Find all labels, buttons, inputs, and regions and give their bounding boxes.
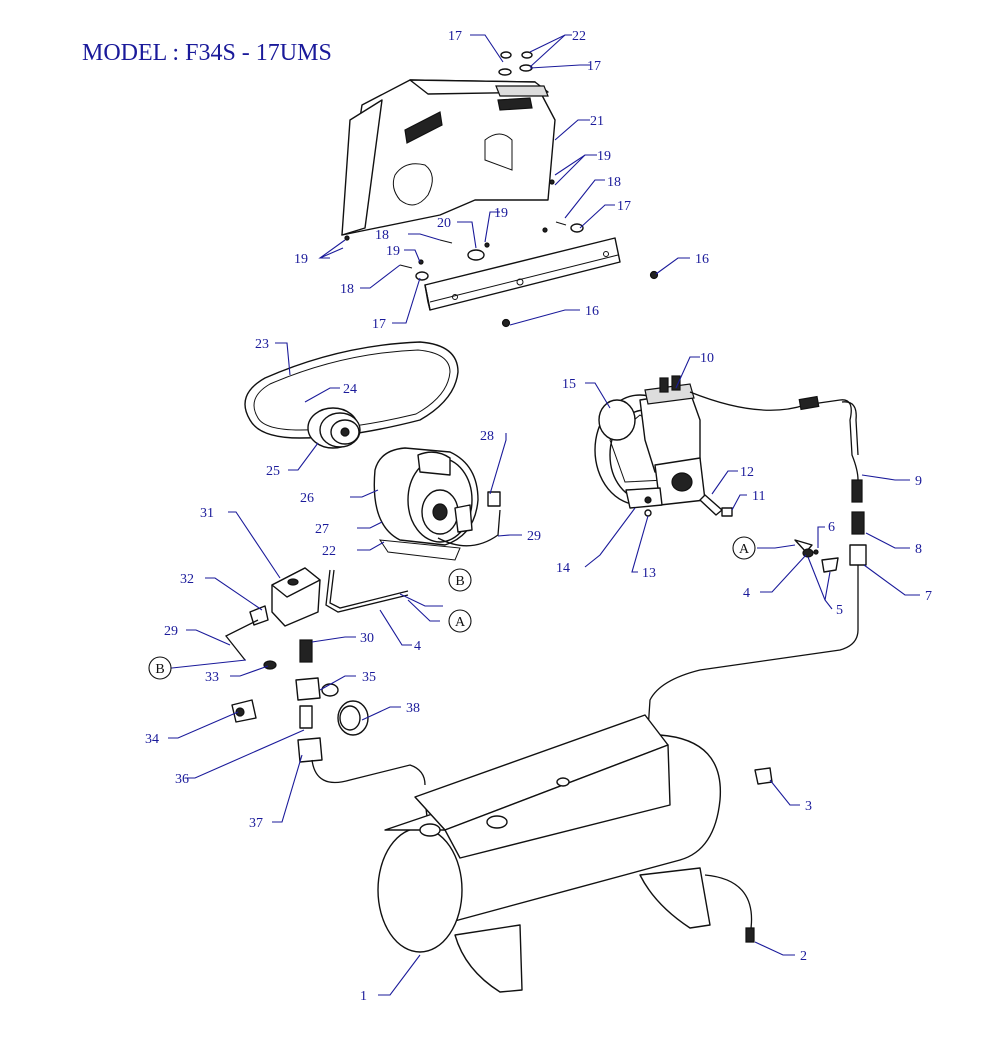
callout-30: 30 xyxy=(360,631,374,646)
callout-17-right: 17 xyxy=(617,199,631,214)
callout-17-top-left: 17 xyxy=(448,29,462,44)
callout-36: 36 xyxy=(175,772,189,787)
discharge-tube xyxy=(689,391,867,566)
callout-18-left: 18 xyxy=(340,282,354,297)
callout-9: 9 xyxy=(915,474,922,489)
callout-20: 20 xyxy=(437,216,451,231)
unloader-tubes xyxy=(224,509,859,936)
callout-4-right: 4 xyxy=(743,586,750,601)
callout-7: 7 xyxy=(925,589,932,604)
callout-17-bottom: 17 xyxy=(372,317,386,332)
callout-18-right: 18 xyxy=(607,175,621,190)
pressure-switch xyxy=(231,567,369,763)
callout-33: 33 xyxy=(205,670,219,685)
callout-34: 34 xyxy=(145,732,159,747)
callout-15: 15 xyxy=(562,377,576,392)
callout-13: 13 xyxy=(642,566,656,581)
callout-38: 38 xyxy=(406,701,420,716)
callout-10: 10 xyxy=(700,351,714,366)
callout-22-top: 22 xyxy=(572,29,586,44)
reference-marker-a-right: A xyxy=(732,536,756,560)
callout-32: 32 xyxy=(180,572,194,587)
callout-27: 27 xyxy=(315,522,329,537)
callout-16-right: 16 xyxy=(695,252,709,267)
guard-bracket xyxy=(424,237,621,311)
callout-3: 3 xyxy=(805,799,812,814)
svg-text:B: B xyxy=(155,662,164,677)
reference-marker-a-left: A xyxy=(448,609,472,633)
callout-24: 24 xyxy=(343,382,357,397)
model-title: MODEL : F34S - 17UMS xyxy=(82,40,332,66)
callout-2: 2 xyxy=(800,949,807,964)
belt-guard xyxy=(341,79,556,236)
svg-text:A: A xyxy=(739,542,750,557)
callout-6: 6 xyxy=(828,520,835,535)
svg-text:A: A xyxy=(455,615,466,630)
svg-text:B: B xyxy=(455,574,464,589)
callout-16-bottom: 16 xyxy=(585,304,599,319)
callout-1: 1 xyxy=(360,989,367,1004)
callout-12: 12 xyxy=(740,465,754,480)
callout-35: 35 xyxy=(362,670,376,685)
callout-17-top-right: 17 xyxy=(587,59,601,74)
reference-marker-b-switch: B xyxy=(148,656,172,680)
callout-18-middle: 18 xyxy=(375,228,389,243)
callout-11: 11 xyxy=(752,489,765,504)
callout-29-switch: 29 xyxy=(164,624,178,639)
callout-22-motor: 22 xyxy=(322,544,336,559)
callout-19-middle: 19 xyxy=(494,206,508,221)
callout-4-left: 4 xyxy=(414,639,421,654)
callout-31: 31 xyxy=(200,506,214,521)
callout-21: 21 xyxy=(590,114,604,129)
air-tank xyxy=(377,714,773,993)
guard-hardware xyxy=(344,51,659,328)
callout-19-lower: 19 xyxy=(386,244,400,259)
callout-29-motor: 29 xyxy=(527,529,541,544)
callout-14: 14 xyxy=(556,561,570,576)
callout-8: 8 xyxy=(915,542,922,557)
motor-pulley xyxy=(307,407,361,449)
callout-28: 28 xyxy=(480,429,494,444)
electric-motor xyxy=(373,447,501,561)
callout-5: 5 xyxy=(836,603,843,618)
check-valve-fittings xyxy=(794,539,839,573)
callout-37: 37 xyxy=(249,816,263,831)
drive-belt xyxy=(244,341,459,439)
compressor-pump xyxy=(594,375,733,517)
reference-marker-b-motor: B xyxy=(448,568,472,592)
callout-labels: 1 2 3 4 4 5 6 7 8 9 10 11 12 13 14 15 16… xyxy=(145,29,932,1004)
callout-23: 23 xyxy=(255,337,269,352)
callout-19-left: 19 xyxy=(294,252,308,267)
leader-lines xyxy=(162,34,920,996)
callout-26: 26 xyxy=(300,491,314,506)
callout-25: 25 xyxy=(266,464,280,479)
callout-19-top: 19 xyxy=(597,149,611,164)
